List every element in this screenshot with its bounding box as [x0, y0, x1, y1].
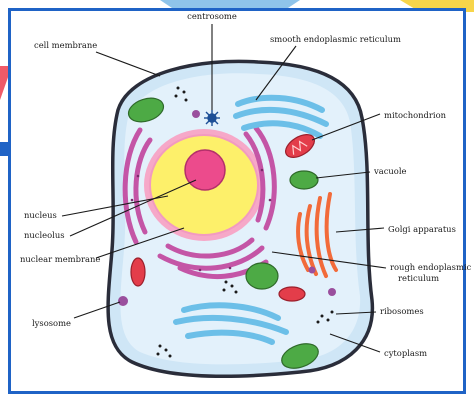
leader-cell-membrane: [96, 52, 160, 76]
label-golgi: Golgi apparatus: [388, 224, 456, 234]
label-nucleus: nucleus: [24, 210, 57, 220]
label-smooth-er: smooth endoplasmic reticulum: [270, 34, 401, 44]
label-nucleolus: nucleolus: [24, 230, 65, 240]
nucleolus-shape: [185, 150, 225, 190]
mitochondrion-lower-left-shape: [131, 258, 145, 286]
label-cytoplasm: cytoplasm: [384, 348, 427, 358]
label-lysosome: lysosome: [32, 318, 71, 328]
label-ribosomes: ribosomes: [380, 306, 424, 316]
lysosome-right-shape: [328, 288, 336, 296]
lysosome-mid-shape: [309, 267, 316, 274]
label-vacuole: vacuole: [373, 166, 407, 176]
centrosome-shape: [204, 110, 220, 126]
label-rough-er-line1: rough endoplasmic: [390, 262, 472, 272]
label-nuclear-membrane: nuclear membrane: [20, 254, 100, 264]
vacuole-middle-shape: [246, 263, 278, 289]
label-cell-membrane: cell membrane: [34, 40, 97, 50]
label-mitochondrion: mitochondrion: [384, 110, 447, 120]
mitochondrion-lower-right-shape: [279, 287, 305, 301]
vacuole-shape: [290, 171, 318, 189]
label-rough-er-line2: reticulum: [398, 273, 439, 283]
lysosome-shape: [118, 296, 128, 306]
label-centrosome: centrosome: [187, 11, 237, 21]
lysosome-top-shape: [192, 110, 200, 118]
